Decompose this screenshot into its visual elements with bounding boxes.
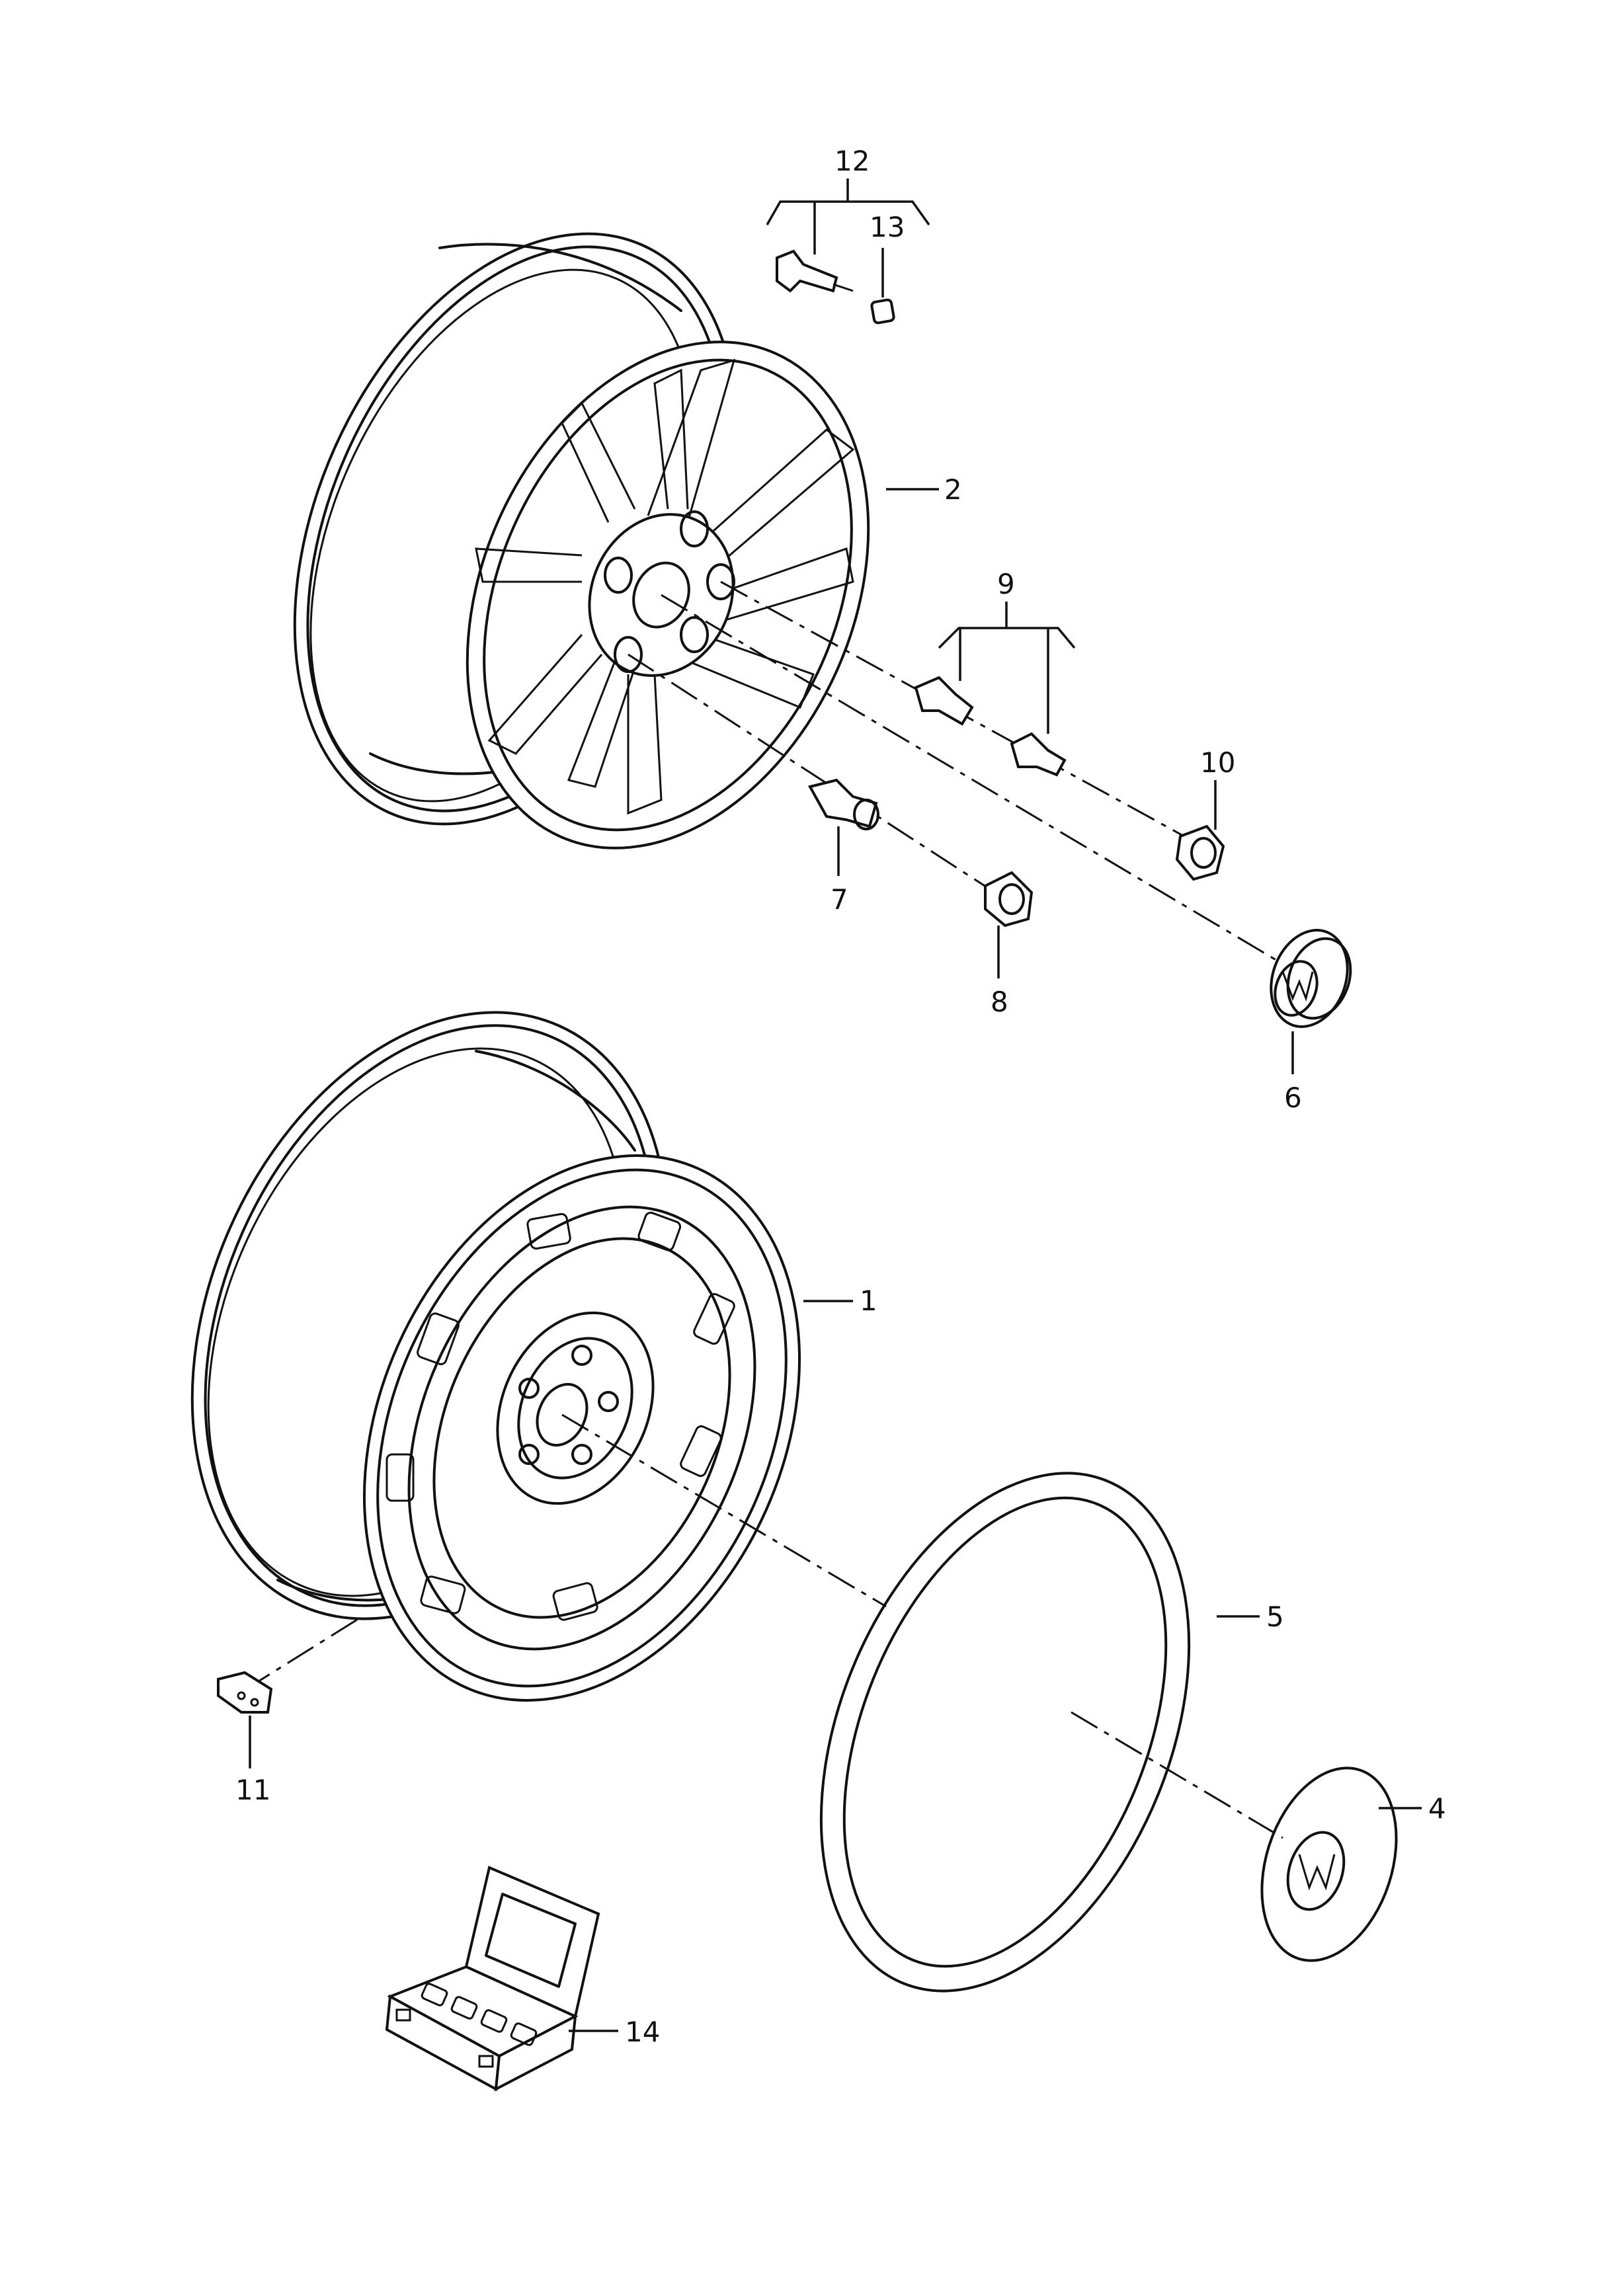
callout-labels: 12 13 2 9 10 7 8 6 1 5 4 11 14 bbox=[235, 145, 1446, 2048]
callout-5: 5 bbox=[1266, 1601, 1284, 1633]
callout-14: 14 bbox=[625, 2016, 660, 2048]
callout-9: 9 bbox=[997, 568, 1015, 600]
callout-10: 10 bbox=[1200, 746, 1235, 779]
callout-4: 4 bbox=[1428, 1792, 1446, 1825]
center-cap-alloy bbox=[1270, 929, 1352, 1028]
steel-wheel bbox=[190, 1011, 801, 1702]
bolt-cap-8 bbox=[984, 871, 1034, 928]
bolt-part-9b bbox=[1010, 732, 1067, 777]
bolt-part-9a bbox=[914, 676, 974, 726]
bolt-cap-10 bbox=[1175, 824, 1225, 881]
valve-stem bbox=[776, 249, 854, 293]
tool-case bbox=[385, 1866, 600, 2092]
alloy-wheel bbox=[293, 232, 870, 850]
callout-2: 2 bbox=[944, 473, 962, 506]
callout-13: 13 bbox=[870, 211, 905, 243]
center-cap-steel bbox=[1260, 1766, 1398, 1962]
balance-weight bbox=[217, 1671, 273, 1714]
callout-1: 1 bbox=[860, 1285, 877, 1317]
valve-cap bbox=[870, 298, 895, 325]
wheel-trim-ring bbox=[819, 1472, 1191, 1993]
callout-7: 7 bbox=[831, 883, 848, 916]
wheel-bolt bbox=[807, 778, 879, 830]
callout-8: 8 bbox=[991, 986, 1008, 1018]
callout-6: 6 bbox=[1284, 1082, 1302, 1114]
leader-lines bbox=[249, 178, 1422, 2032]
callout-11: 11 bbox=[235, 1774, 270, 1806]
callout-12: 12 bbox=[834, 145, 870, 177]
